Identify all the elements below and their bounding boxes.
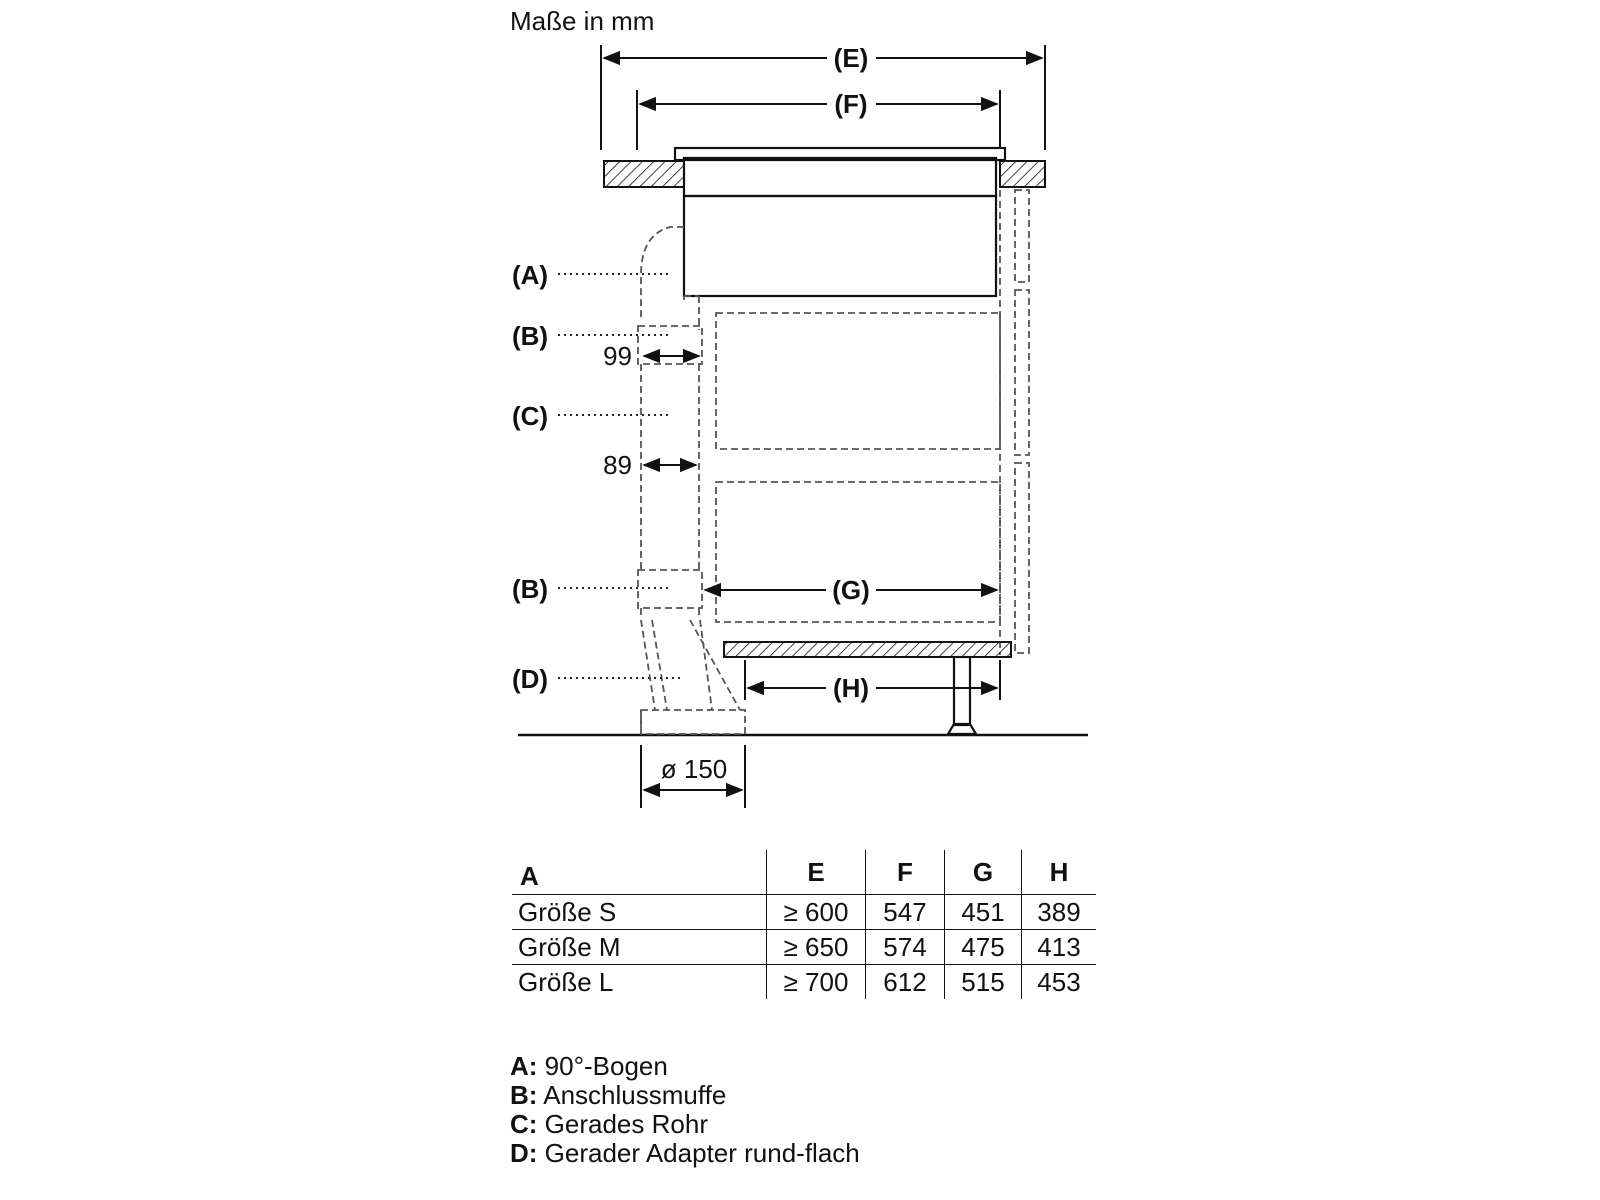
dimension-diameter: ø 150: [640, 745, 746, 808]
drawers: [715, 312, 1001, 623]
legend: A: 90°-Bogen B: Anschlussmuffe C: Gerade…: [510, 1052, 860, 1168]
dimension-f: (F): [636, 89, 1001, 150]
label-diameter: ø 150: [661, 754, 728, 784]
table-cell: 515: [944, 964, 1022, 999]
legend-item: A: 90°-Bogen: [510, 1052, 860, 1081]
label-g: (G): [832, 575, 870, 605]
legend-key: A:: [510, 1051, 538, 1081]
table-cell: ≥ 600: [766, 894, 866, 930]
table-cell: Größe M: [512, 929, 767, 965]
table-header-row: A E F G H: [512, 850, 1096, 895]
dimension-89: 89: [603, 450, 698, 480]
table-cell: ≥ 650: [766, 929, 866, 965]
table-header: H: [1021, 850, 1096, 895]
legend-text: Anschlussmuffe: [543, 1080, 727, 1110]
legend-item: B: Anschlussmuffe: [510, 1081, 860, 1110]
callout-b-bottom: (B): [512, 574, 668, 604]
table-cell: 475: [944, 929, 1022, 965]
worktop: [603, 160, 1046, 188]
callout-a: (A): [512, 260, 668, 290]
label-a: (A): [512, 260, 548, 290]
table-cell: 547: [865, 894, 945, 930]
cooktop: [673, 146, 1007, 298]
legend-key: D:: [510, 1138, 538, 1168]
legend-text: 90°-Bogen: [544, 1051, 668, 1081]
label-b-bottom: (B): [512, 574, 548, 604]
label-e: (E): [834, 43, 869, 73]
table-cell: 451: [944, 894, 1022, 930]
label-b-top: (B): [512, 321, 548, 351]
table-row: Größe S ≥ 600 547 451 389: [512, 894, 1096, 930]
legend-item: C: Gerades Rohr: [510, 1110, 860, 1139]
duct-system: [637, 226, 746, 735]
table-cell: 574: [865, 929, 945, 965]
table-header: F: [865, 850, 945, 895]
label-h: (H): [833, 673, 869, 703]
table-cell: ≥ 700: [766, 964, 866, 999]
table-cell: 389: [1021, 894, 1096, 930]
table-cell: Größe L: [518, 966, 614, 997]
units-title: Maße in mm: [510, 6, 655, 36]
table-header: E: [766, 850, 866, 895]
legend-key: B:: [510, 1080, 538, 1110]
table-header: G: [944, 850, 1022, 895]
callout-b-top: (B): [512, 321, 668, 351]
callout-c: (C): [512, 401, 668, 431]
label-99: 99: [603, 341, 632, 371]
dimension-h: (H): [744, 660, 1001, 703]
legend-key: C:: [510, 1109, 538, 1139]
legend-text: Gerader Adapter rund-flach: [544, 1138, 860, 1168]
table-row: Größe L ≥ 700 612 515 453: [512, 964, 1096, 999]
callout-d: (D): [512, 664, 680, 694]
table-cell: 453: [1021, 964, 1096, 999]
label-c: (C): [512, 401, 548, 431]
cabinet-side: [999, 189, 1030, 655]
cabinet-foot: [946, 655, 978, 736]
label-89: 89: [603, 450, 632, 480]
dimension-e: (E): [600, 43, 1046, 150]
dimension-g: (G): [703, 575, 999, 605]
label-d: (D): [512, 664, 548, 694]
base-panel: [723, 641, 1012, 658]
table-cell: Größe S: [512, 894, 767, 930]
label-f: (F): [834, 89, 867, 119]
dimension-99: 99: [603, 341, 701, 371]
table-cell: 413: [1021, 929, 1096, 965]
legend-text: Gerades Rohr: [544, 1109, 708, 1139]
table-header: A: [512, 850, 767, 895]
table-cell: 612: [865, 964, 945, 999]
dimensions-table: A E F G H Größe S ≥ 600 547 451 389 Größ…: [512, 850, 1096, 999]
table-row: Größe M ≥ 650 574 475 413: [512, 929, 1096, 965]
legend-item: D: Gerader Adapter rund-flach: [510, 1139, 860, 1168]
